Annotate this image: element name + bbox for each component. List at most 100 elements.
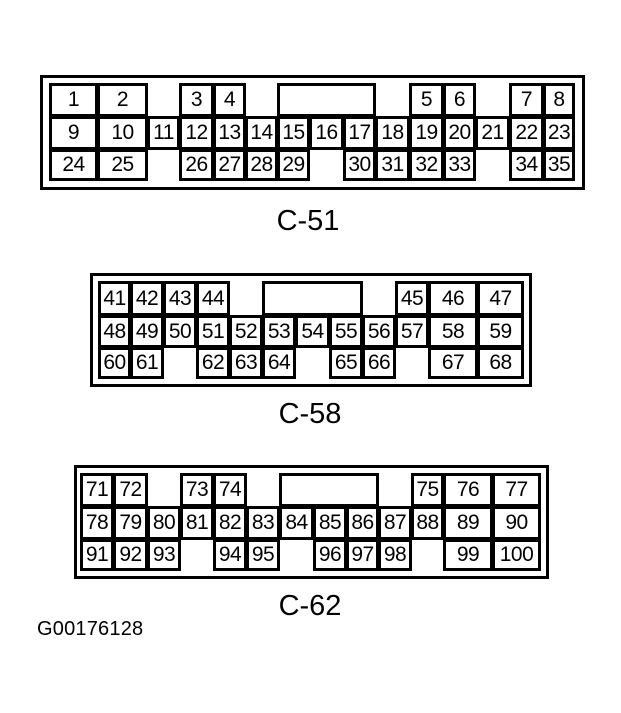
pin-cell: 93 — [147, 539, 181, 571]
pin-cell: 87 — [378, 506, 412, 540]
pin-cell: 43 — [163, 281, 197, 316]
pin-cell: 50 — [163, 315, 197, 348]
pin-cell: 4 — [213, 83, 246, 117]
pin-cell: 99 — [443, 539, 493, 571]
pin-cell: 98 — [378, 539, 412, 571]
pin-cell: 60 — [98, 347, 131, 379]
pin-cell: 55 — [329, 315, 363, 348]
pin-cell: 78 — [80, 506, 114, 540]
pin-cell: 66 — [362, 347, 396, 379]
pin-cell: 11 — [147, 116, 180, 150]
pin-cell: 14 — [245, 116, 278, 150]
pin-cell: 57 — [395, 315, 429, 348]
pin-cell: 22 — [509, 116, 544, 150]
pin-cell: 96 — [313, 539, 347, 571]
pin-cell: 67 — [428, 347, 478, 379]
pin-cell: 86 — [346, 506, 379, 540]
pin-cell: 25 — [97, 149, 148, 181]
pin-cell: 7 — [509, 83, 544, 117]
pin-cell: 49 — [130, 315, 164, 348]
pin-cell: 34 — [509, 149, 544, 181]
pin-cell: 80 — [147, 506, 181, 540]
pin-cell: 68 — [477, 347, 524, 379]
pin-cell: 31 — [375, 149, 410, 181]
pin-cell: 62 — [196, 347, 230, 379]
connector-key-blank — [279, 473, 379, 507]
pin-cell: 6 — [443, 83, 476, 117]
pin-cell: 18 — [375, 116, 410, 150]
pin-cell: 77 — [492, 473, 541, 507]
pin-cell: 10 — [97, 116, 148, 150]
pin-cell: 9 — [49, 116, 98, 150]
pin-cell: 75 — [411, 473, 444, 507]
pin-cell: 24 — [49, 149, 98, 181]
pin-cell: 2 — [97, 83, 148, 117]
pin-cell: 100 — [492, 539, 541, 571]
connector-label: C-58 — [278, 398, 342, 430]
pin-cell: 44 — [196, 281, 230, 316]
pin-cell: 65 — [329, 347, 363, 379]
pin-cell: 8 — [543, 83, 575, 117]
pin-cell: 47 — [477, 281, 524, 316]
pin-cell: 72 — [113, 473, 148, 507]
pin-cell: 23 — [543, 116, 575, 150]
pin-cell: 3 — [179, 83, 214, 117]
pin-cell: 64 — [262, 347, 296, 379]
pin-cell: 92 — [113, 539, 148, 571]
pin-cell: 94 — [213, 539, 247, 571]
pin-cell: 90 — [492, 506, 541, 540]
pin-cell: 42 — [130, 281, 164, 316]
pin-cell: 32 — [409, 149, 444, 181]
pin-cell: 45 — [395, 281, 429, 316]
figure-id: G00176128 — [37, 618, 144, 640]
pin-cell: 1 — [49, 83, 98, 117]
pin-cell: 95 — [246, 539, 280, 571]
pin-cell: 48 — [98, 315, 131, 348]
pin-cell: 19 — [409, 116, 444, 150]
pin-cell: 82 — [213, 506, 247, 540]
pin-cell: 46 — [428, 281, 478, 316]
pin-cell: 58 — [428, 315, 478, 348]
pin-cell: 13 — [213, 116, 246, 150]
pin-cell: 83 — [246, 506, 280, 540]
pin-cell: 12 — [179, 116, 214, 150]
connector-key-blank — [277, 83, 376, 117]
pin-cell: 16 — [309, 116, 344, 150]
pin-cell: 33 — [443, 149, 476, 181]
pin-cell: 71 — [80, 473, 114, 507]
pin-cell: 84 — [279, 506, 314, 540]
pin-cell: 21 — [475, 116, 510, 150]
pin-cell: 56 — [362, 315, 396, 348]
pin-cell: 76 — [443, 473, 493, 507]
pin-cell: 26 — [179, 149, 214, 181]
pin-cell: 88 — [411, 506, 444, 540]
pin-cell: 85 — [313, 506, 347, 540]
pin-cell: 20 — [443, 116, 476, 150]
pin-cell: 81 — [180, 506, 214, 540]
pin-cell: 27 — [213, 149, 246, 181]
pin-cell: 52 — [229, 315, 263, 348]
pin-cell: 29 — [277, 149, 310, 181]
pin-cell: 35 — [543, 149, 575, 181]
pin-cell: 59 — [477, 315, 524, 348]
connector-label: C-51 — [276, 205, 340, 237]
pin-cell: 28 — [245, 149, 278, 181]
connector-key-blank — [262, 281, 363, 316]
pin-cell: 79 — [113, 506, 148, 540]
pin-cell: 17 — [343, 116, 376, 150]
connector-label: C-62 — [278, 590, 342, 622]
pin-cell: 91 — [80, 539, 114, 571]
pin-cell: 73 — [180, 473, 214, 507]
pin-cell: 53 — [262, 315, 296, 348]
pin-cell: 5 — [409, 83, 444, 117]
pin-cell: 15 — [277, 116, 310, 150]
pin-cell: 54 — [295, 315, 330, 348]
pin-cell: 97 — [346, 539, 379, 571]
pin-cell: 41 — [98, 281, 131, 316]
pin-cell: 30 — [343, 149, 376, 181]
pin-cell: 63 — [229, 347, 263, 379]
pin-cell: 61 — [130, 347, 164, 379]
pin-cell: 89 — [443, 506, 493, 540]
pin-cell: 51 — [196, 315, 230, 348]
